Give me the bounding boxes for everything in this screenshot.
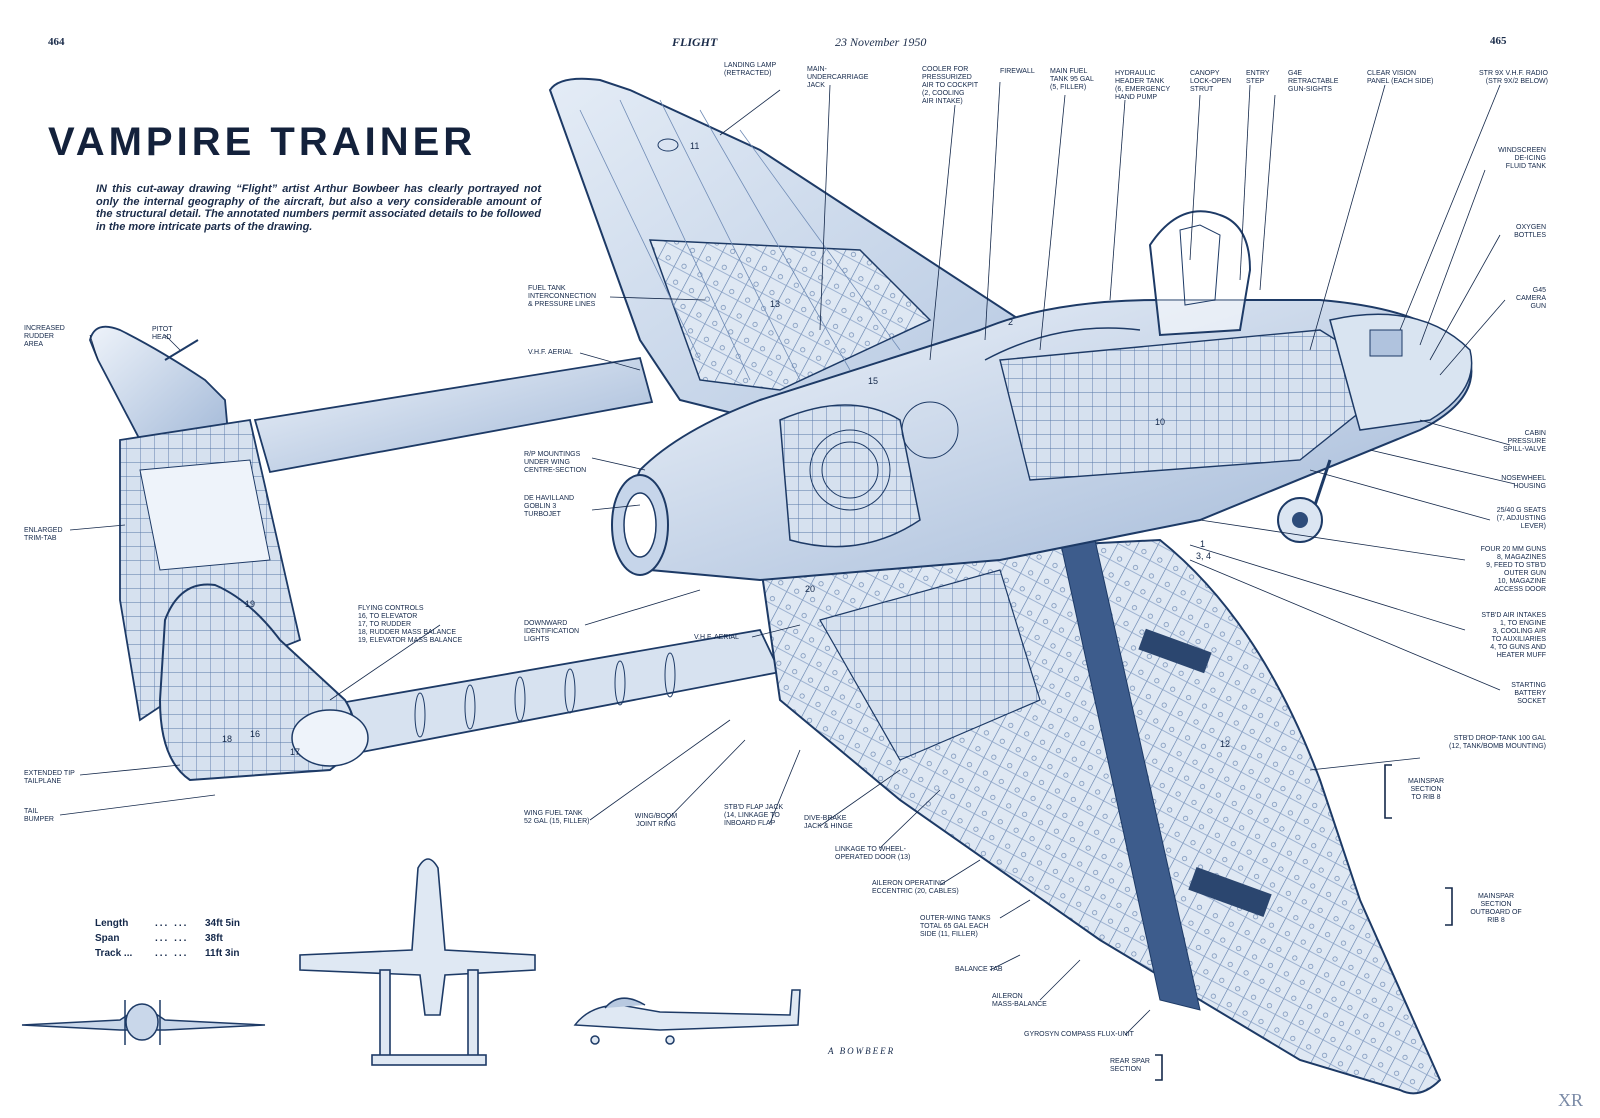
label-flap-jack: STB'D FLAP JACK (14, LINKAGE TO INBOARD … xyxy=(724,804,784,827)
dimension-row: Track ... ... ... 11ft 3in xyxy=(95,948,265,963)
intro-paragraph: IN this cut-away drawing “Flight” artist… xyxy=(96,183,541,233)
page-title: VAMPIRE TRAINER xyxy=(48,120,477,164)
issue-date: 23 November 1950 xyxy=(835,35,927,49)
label-canopy-strut: CANOPY LOCK-OPEN STRUT xyxy=(1190,70,1232,93)
label-landing-lamp: LANDING LAMP (RETRACTED) xyxy=(724,62,777,77)
label-main-fuel-tank: MAIN FUEL TANK 95 gal (5, FILLER) xyxy=(1050,68,1094,91)
dimension-row: Length ... ... 34ft 5in xyxy=(95,918,265,933)
label-aileron-mass-balance: AILERON MASS-BALANCE xyxy=(992,993,1047,1008)
label-drop-tank: STB'D DROP-TANK 100 gal (12, TANK/BOMB M… xyxy=(1449,735,1546,750)
label-main-uc-jack: MAIN- UNDERCARRIAGE JACK xyxy=(807,66,869,89)
label-trim-tab: ENLARGED TRIM-TAB xyxy=(24,527,63,542)
label-vhf-aerial-lower: V.H.F. AERIAL xyxy=(694,634,739,641)
label-aileron-eccentric: AILERON OPERATING ECCENTRIC (20, CABLES) xyxy=(872,880,959,895)
plan-view-silhouette xyxy=(299,858,536,1066)
callout-number: 18 xyxy=(222,734,233,744)
label-balance-tab: BALANCE TAB xyxy=(955,966,1003,973)
dimensions-table: Length ... ... 34ft 5in Span ... ... 38f… xyxy=(95,918,265,963)
leader-lines xyxy=(59,81,1516,1036)
label-cabin-pressure: CABIN PRESSURE SPILL-VALVE xyxy=(1503,430,1546,453)
label-nosewheel-housing: NOSEWHEEL HOUSING xyxy=(1501,475,1546,490)
label-rp-mountings: R/P MOUNTINGS UNDER WING CENTRE-SECTION xyxy=(524,451,587,474)
dimension-dots: ... ... xyxy=(155,948,189,959)
dimension-value: 34ft 5in xyxy=(205,918,241,929)
dimension-value: 38ft xyxy=(205,933,223,944)
label-pitot-head: PITOT HEAD xyxy=(152,326,173,341)
label-mainspar-outboard: MAINSPAR SECTION OUTBOARD OF RIB 8 xyxy=(1470,893,1522,924)
label-clear-vision: CLEAR VISION PANEL (EACH SIDE) xyxy=(1367,70,1434,85)
label-mainspar-rib8: MAINSPAR SECTION TO RIB 8 xyxy=(1407,778,1445,801)
callout-number: 12 xyxy=(1220,739,1231,749)
label-oxygen-bottles: OXYGEN BOTTLES xyxy=(1514,224,1546,239)
watermark: XR xyxy=(1558,1090,1584,1110)
stbd-wing xyxy=(758,538,1442,1095)
label-fuel-interconnection: FUEL TANK INTERCONNECTION & PRESSURE LIN… xyxy=(528,285,597,308)
label-wing-boom-joint: WING/BOOM JOINT RING xyxy=(634,813,678,828)
side-view-silhouette xyxy=(573,989,801,1045)
artist-signature: A BOWBEER xyxy=(828,1046,896,1056)
magazine-name: FLIGHT xyxy=(672,35,718,49)
fuselage-nacelle xyxy=(611,210,1473,582)
dimension-dots: ... ... xyxy=(155,933,189,944)
port-wing xyxy=(548,77,1022,422)
label-tail-bumper: TAIL BUMPER xyxy=(24,808,54,823)
label-gyrosyn: GYROSYN COMPASS FLUX-UNIT xyxy=(1024,1031,1134,1038)
label-goblin-turbojet: DE HAVILLAND GOBLIN 3 TURBOJET xyxy=(524,495,575,518)
label-air-intakes: STB'D AIR INTAKES 1, TO ENGINE 3, COOLIN… xyxy=(1481,612,1546,659)
port-fin xyxy=(89,325,232,457)
label-seats: 25/40 g SEATS (7, ADJUSTING LEVER) xyxy=(1496,507,1546,530)
dimension-dots: ... ... xyxy=(155,918,189,929)
label-identification-lights: DOWNWARD IDENTIFICATION LIGHTS xyxy=(524,620,580,643)
label-rear-spar: REAR SPAR SECTION xyxy=(1110,1058,1150,1073)
label-gun-sights: G4E RETRACTABLE GUN-SIGHTS xyxy=(1288,70,1339,93)
dimension-row: Span ... ... 38ft xyxy=(95,933,265,948)
callout-number: 15 xyxy=(868,376,879,386)
label-camera-gun: G45 CAMERA GUN xyxy=(1516,287,1546,310)
dimension-name: Length xyxy=(95,918,129,929)
page-number-right: 465 xyxy=(1490,35,1507,47)
callout-number: 17 xyxy=(290,747,301,757)
page-number-left: 464 xyxy=(48,36,65,48)
label-linkage-wheel-door: LINKAGE TO WHEEL- OPERATED DOOR (13) xyxy=(835,846,911,861)
dimension-value: 11ft 3in xyxy=(205,948,240,959)
callout-number: 1 xyxy=(1200,539,1206,549)
label-starting-battery: STARTING BATTERY SOCKET xyxy=(1511,682,1546,705)
label-tip-tailplane: EXTENDED TIP TAILPLANE xyxy=(24,770,75,785)
dimension-name: Span xyxy=(95,933,120,944)
callout-number: 2 xyxy=(1008,317,1014,327)
label-guns: FOUR 20 mm GUNS 8, MAGAZINES 9, FEED TO … xyxy=(1480,546,1546,593)
port-tail-boom xyxy=(253,356,654,474)
label-vhf-aerial-upper: V.H.F. AERIAL xyxy=(528,349,573,356)
stbd-tail-boom xyxy=(298,628,782,762)
callout-number: 11 xyxy=(690,141,700,151)
label-flying-controls: FLYING CONTROLS 16, TO ELEVATOR 17, TO R… xyxy=(358,605,463,644)
callout-number: 10 xyxy=(1155,417,1166,427)
label-windscreen-tank: WINDSCREEN DE-ICING FLUID TANK xyxy=(1498,147,1546,170)
callout-number: 13 xyxy=(770,299,781,309)
label-firewall: FIREWALL xyxy=(1000,68,1035,75)
label-entry-step: ENTRY STEP xyxy=(1246,70,1270,85)
label-vhf-radio: STR 9X V.H.F. RADIO (STR 9X/2 BELOW) xyxy=(1479,70,1548,85)
callout-number: 19 xyxy=(245,599,256,609)
stbd-fin xyxy=(158,583,369,782)
label-wing-fuel-tank: WING FUEL TANK 52 gal (15, FILLER) xyxy=(524,810,590,825)
callout-number: 3, 4 xyxy=(1196,551,1212,561)
dimension-name: Track ... xyxy=(95,948,133,959)
label-rudder-area: INCREASED RUDDER AREA xyxy=(24,325,65,348)
front-view-silhouette xyxy=(21,1000,266,1045)
label-cooler: COOLER FOR PRESSURIZED AIR TO COCKPIT (2… xyxy=(922,66,979,105)
callout-number: 20 xyxy=(805,584,816,594)
section-brackets xyxy=(1155,764,1453,1081)
callout-number: 16 xyxy=(250,729,261,739)
label-outer-wing-tanks: OUTER-WING TANKS TOTAL 65 gal EACH SIDE … xyxy=(920,915,991,938)
label-dive-brake: DIVE-BRAKE JACK & HINGE xyxy=(804,815,853,830)
label-hydraulic-tank: HYDRAULIC HEADER TANK (6, EMERGENCY HAND… xyxy=(1115,70,1171,101)
